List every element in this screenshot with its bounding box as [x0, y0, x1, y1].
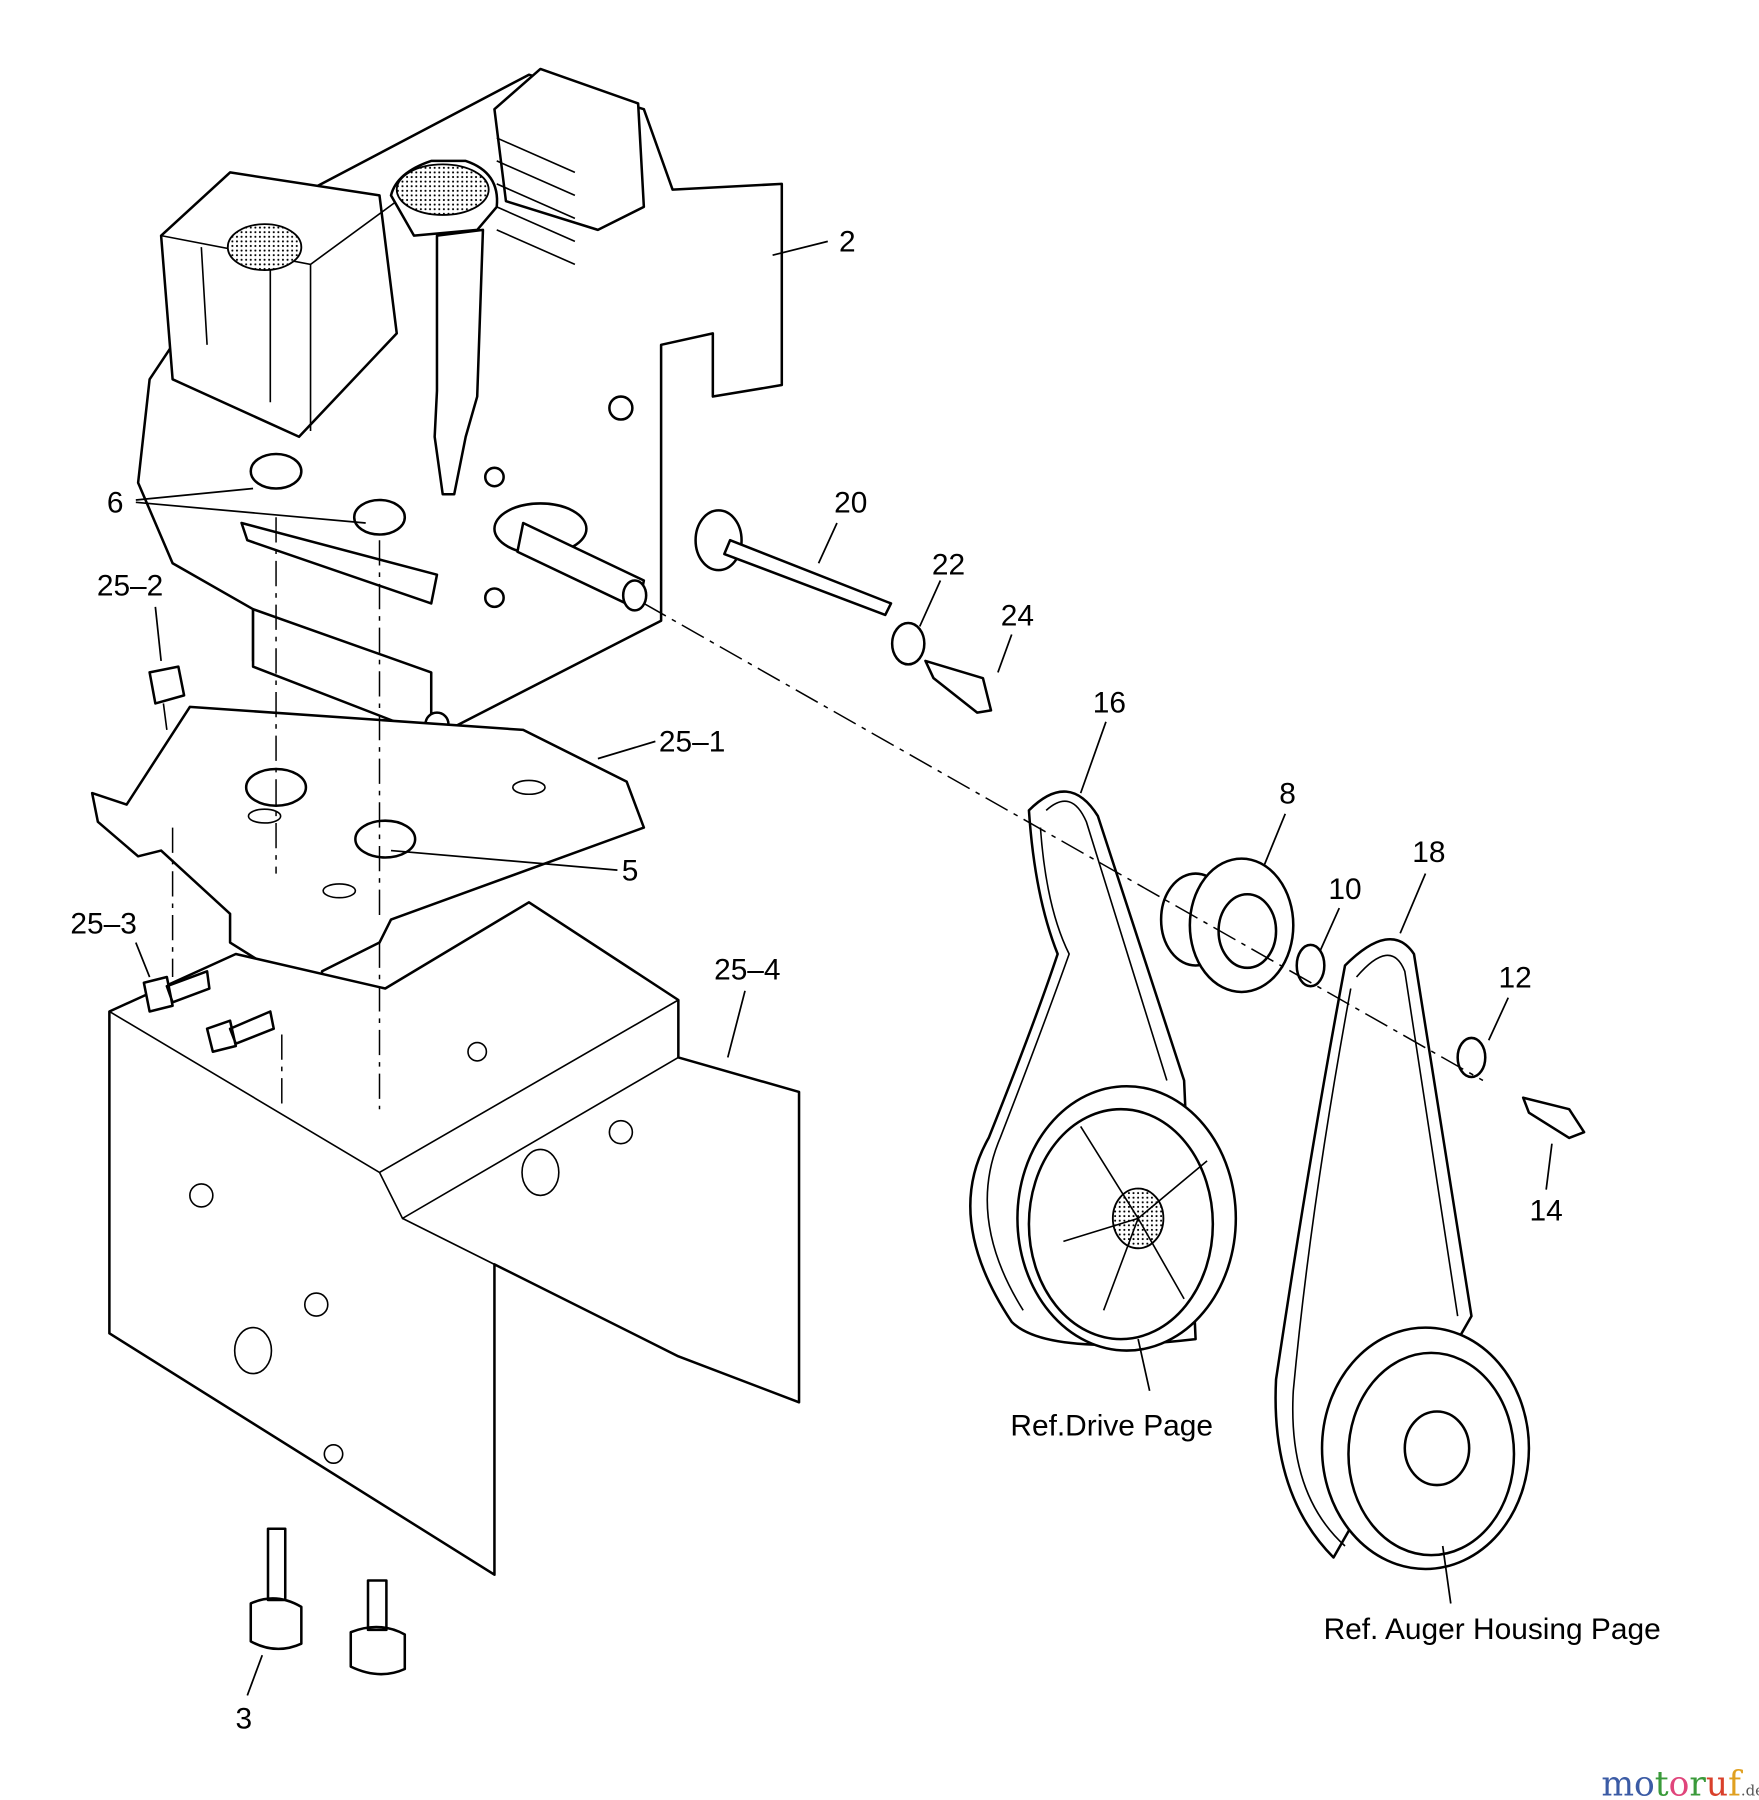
callout-3: 3 [236, 1703, 253, 1736]
reference-drive-page: Ref.Drive Page [1010, 1410, 1213, 1443]
callout-2: 2 [839, 226, 856, 259]
callout-5: 5 [622, 854, 639, 887]
callout-12: 12 [1499, 961, 1532, 994]
leader-lines [135, 240, 1553, 1696]
callout-20: 20 [834, 487, 867, 520]
engine-pulley [1159, 857, 1586, 1140]
axis-line [643, 602, 1484, 1082]
callout-25-1: 25–1 [659, 726, 725, 759]
engine [136, 67, 784, 737]
frame [108, 901, 801, 1576]
callout-22: 22 [932, 549, 965, 582]
watermark-logo: motoruf.de [1601, 1764, 1759, 1800]
bolts [142, 665, 407, 1676]
axis-line [171, 517, 381, 1110]
callout-6: 6 [107, 487, 124, 520]
callout-25-3: 25–3 [70, 907, 136, 940]
callout-14: 14 [1530, 1195, 1563, 1228]
callout-8: 8 [1279, 777, 1296, 810]
callout-18: 18 [1412, 836, 1445, 869]
callout-25-4: 25–4 [714, 953, 780, 986]
callout-10: 10 [1328, 873, 1361, 906]
svg-text:motoruf.de: motoruf.de [1601, 1764, 1759, 1800]
callout-16: 16 [1093, 687, 1126, 720]
callout-25-2: 25–2 [97, 569, 163, 602]
drive-belt-and-pulley [969, 790, 1238, 1352]
shaft-assembly [694, 509, 993, 714]
callout-24: 24 [1001, 599, 1034, 632]
reference-auger-housing-page: Ref. Auger Housing Page [1324, 1613, 1661, 1646]
mounting-plate [90, 705, 646, 1002]
auger-belt-and-pulley [1274, 938, 1531, 1571]
